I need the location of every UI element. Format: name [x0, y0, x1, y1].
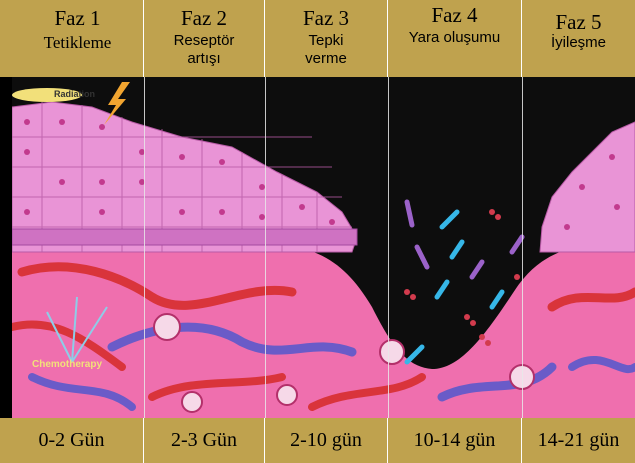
phase-divider — [522, 77, 523, 418]
phase-header-3: Faz 3 Tepki verme — [265, 0, 388, 77]
phase-duration-4: 10-14 gün — [388, 418, 522, 463]
phase-duration-5: 14-21 gün — [522, 418, 635, 463]
phase-title: Faz 3 — [265, 6, 387, 30]
phase-header-4: Faz 4 Yara oluşumu — [388, 0, 522, 77]
phase-title: Faz 4 — [388, 3, 521, 27]
phase-subtitle: Tepki verme — [296, 32, 356, 68]
phase-subtitle: İyileşme — [522, 34, 635, 52]
phase-subtitle: Yara oluşumu — [388, 29, 521, 47]
chemotherapy-label: Chemotherapy — [32, 359, 102, 370]
phase-header-1: Faz 1 Tetikleme — [12, 0, 144, 77]
phase-header-5: Faz 5 İyileşme — [522, 0, 635, 77]
phase-header-row: Faz 1 Tetikleme Faz 2 Reseptör artışı Fa… — [0, 0, 635, 77]
phase-header-2: Faz 2 Reseptör artışı — [144, 0, 265, 77]
phase-title: Faz 2 — [144, 6, 264, 30]
phase-divider — [144, 77, 145, 418]
phase-title: Faz 5 — [522, 10, 635, 34]
tissue-illustration: Radiation Chemotherapy — [12, 77, 635, 418]
phase-duration-2: 2-3 Gün — [144, 418, 265, 463]
phase-duration-1: 0-2 Gün — [0, 418, 144, 463]
phase-subtitle: Tetikleme — [12, 34, 143, 52]
phase-duration-row: 0-2 Gün 2-3 Gün 2-10 gün 10-14 gün 14-21… — [0, 418, 635, 463]
phase-divider — [265, 77, 266, 418]
phase-divider — [388, 77, 389, 418]
phase-subtitle: Reseptör artışı — [159, 32, 249, 68]
phase-title: Faz 1 — [12, 6, 143, 30]
radiation-label: Radiation — [54, 89, 95, 99]
phase-duration-3: 2-10 gün — [265, 418, 388, 463]
